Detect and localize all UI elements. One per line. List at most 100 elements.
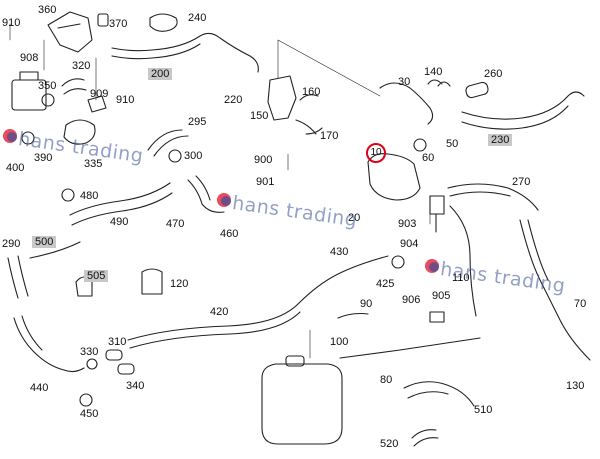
hose-part xyxy=(61,78,87,95)
pipe-part xyxy=(339,337,481,359)
part-label-120: 120 xyxy=(170,278,189,290)
part-label-100: 100 xyxy=(330,336,349,348)
valve-part xyxy=(41,93,55,107)
part-label-500: 500 xyxy=(32,236,57,248)
part-label-270: 270 xyxy=(512,176,531,188)
part-label-160: 160 xyxy=(302,86,321,98)
part-label-910b: 910 xyxy=(116,94,135,106)
fitting-part xyxy=(117,363,135,375)
hose-part xyxy=(187,175,225,213)
part-label-240: 240 xyxy=(188,12,207,24)
part-label-340: 340 xyxy=(126,380,145,392)
part-label-510: 510 xyxy=(474,404,493,416)
part-label-903: 903 xyxy=(398,218,417,230)
part-label-320: 320 xyxy=(72,60,91,72)
hose-part xyxy=(13,315,85,373)
ring-part xyxy=(391,255,405,269)
part-label-440: 440 xyxy=(30,382,49,394)
pipe-part xyxy=(519,219,591,361)
part-label-230: 230 xyxy=(488,134,513,146)
watermark-logo-icon xyxy=(217,193,231,207)
part-label-220: 220 xyxy=(224,94,243,106)
hose-part xyxy=(337,312,369,319)
watermark-logo-icon xyxy=(3,129,17,143)
clip-part xyxy=(97,13,109,27)
part-label-335: 335 xyxy=(84,158,103,170)
part-label-390: 390 xyxy=(34,152,53,164)
fitting-part xyxy=(429,311,445,323)
part-label-200: 200 xyxy=(148,68,173,80)
clip-part xyxy=(141,268,163,295)
part-label-170: 170 xyxy=(320,130,339,142)
part-label-70: 70 xyxy=(574,298,587,310)
part-label-430: 430 xyxy=(330,246,349,258)
part-label-908: 908 xyxy=(20,52,39,64)
sensor-part xyxy=(429,195,445,233)
clamp-part xyxy=(63,119,96,145)
part-label-490: 490 xyxy=(110,216,129,228)
part-label-90: 90 xyxy=(360,298,373,310)
fitting-part xyxy=(149,13,178,32)
pump-part xyxy=(267,75,297,121)
part-label-80: 80 xyxy=(380,374,393,386)
part-label-905: 905 xyxy=(432,290,451,302)
part-label-295: 295 xyxy=(188,116,207,128)
hose-part xyxy=(7,241,81,299)
valve-part xyxy=(19,71,39,81)
hose-part xyxy=(461,105,569,130)
pipe-part xyxy=(127,255,389,349)
part-label-350: 350 xyxy=(38,80,57,92)
nut-part xyxy=(79,393,93,407)
part-label-20: 20 xyxy=(348,212,361,224)
leader-lines xyxy=(9,23,431,359)
tank-cap-part xyxy=(285,355,305,367)
hose-part xyxy=(111,32,259,73)
part-label-460: 460 xyxy=(220,228,239,240)
part-label-300: 300 xyxy=(184,150,203,162)
part-label-470: 470 xyxy=(166,218,185,230)
hose-part xyxy=(147,129,189,157)
part-label-904: 904 xyxy=(400,238,419,250)
ring-part xyxy=(86,358,98,370)
part-label-400: 400 xyxy=(6,162,25,174)
tank-part xyxy=(261,363,343,445)
clamp-part xyxy=(427,79,451,87)
hose-part xyxy=(461,91,585,120)
hose-part xyxy=(295,94,323,135)
part-label-330: 330 xyxy=(80,346,99,358)
part-label-901: 901 xyxy=(256,176,275,188)
grommet-part xyxy=(21,131,35,145)
part-label-30: 30 xyxy=(398,76,411,88)
part-label-900: 900 xyxy=(254,154,273,166)
bracket-part xyxy=(47,11,93,53)
wire-part xyxy=(449,205,477,317)
part-label-910: 910 xyxy=(2,17,21,29)
part-label-150: 150 xyxy=(250,110,269,122)
hose-part xyxy=(411,429,439,447)
hose-part xyxy=(379,82,434,125)
part-label-140: 140 xyxy=(424,66,443,78)
part-label-130: 130 xyxy=(566,380,585,392)
sleeve-part xyxy=(465,81,489,99)
part-label-906: 906 xyxy=(402,294,421,306)
nut-part xyxy=(61,188,75,202)
part-label-909: 909 xyxy=(90,88,109,100)
part-label-110: 110 xyxy=(452,272,470,284)
fitting-part xyxy=(105,349,123,361)
part-label-260: 260 xyxy=(484,68,503,80)
part-label-480: 480 xyxy=(80,190,99,202)
part-label-360: 360 xyxy=(38,4,57,16)
hose-part xyxy=(69,182,173,226)
clamp-part xyxy=(168,149,182,163)
part xyxy=(87,95,107,113)
part-label-10: 10 xyxy=(366,143,386,163)
part-label-450: 450 xyxy=(80,408,99,420)
part-label-420: 420 xyxy=(210,306,229,318)
part-label-520: 520 xyxy=(380,438,399,450)
part-label-425: 425 xyxy=(376,278,395,290)
hose-part xyxy=(447,183,539,211)
part-label-505: 505 xyxy=(84,270,109,282)
part-label-310: 310 xyxy=(108,336,127,348)
part-label-60: 60 xyxy=(422,152,435,164)
